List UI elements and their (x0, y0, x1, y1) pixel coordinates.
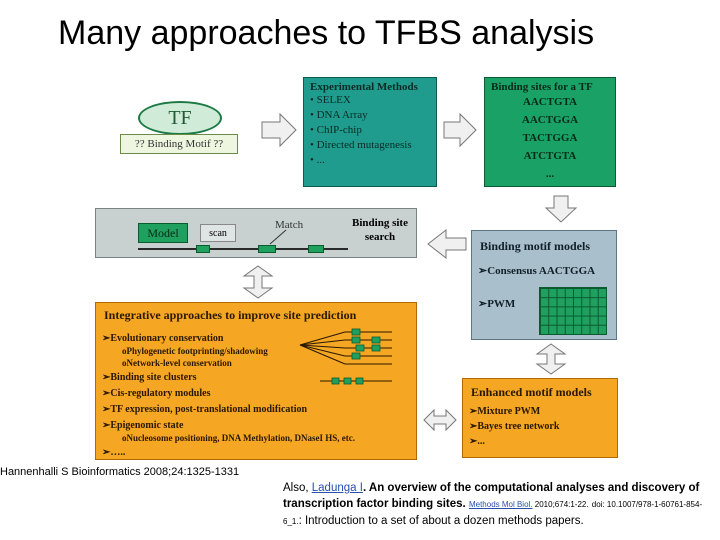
cite-title: . An overview of the computational analy… (283, 482, 700, 510)
arrow-leftright (423, 408, 457, 432)
binding-motif-label: ?? Binding Motif ?? (120, 134, 238, 154)
integ-item: ➢….. (102, 447, 126, 458)
sequence-line (138, 248, 348, 250)
arrow-right (261, 112, 297, 148)
site-seq: ATCTGTA (523, 150, 577, 162)
integ-item: ➢Binding site clusters (102, 372, 197, 383)
bmm-consensus: ➢Consensus AACTGGA (478, 265, 596, 277)
integ-subitem: oPhylogenetic footprinting/shadowing (122, 346, 268, 356)
bmm-heading: Binding motif models (480, 239, 591, 253)
cite-author-link[interactable]: Ladunga I (311, 482, 363, 494)
integ-item: ➢Epigenomic state (102, 420, 184, 431)
bmm-pwm: ➢PWM (478, 298, 516, 310)
sites-heading: Binding sites for a TF (491, 81, 593, 93)
emm-item: ➢Mixture PWM (469, 406, 541, 417)
binding-site-search-label: Binding site search (347, 216, 413, 244)
cite-journal-link[interactable]: Methods Mol Biol. (468, 500, 533, 509)
integ-item: ➢Cis-regulatory modules (102, 388, 211, 399)
cite-doi: doi: 10.1007/978-1-60761-854-6_1. (283, 500, 703, 526)
scan-label: scan (200, 224, 236, 242)
pwm-grid (539, 287, 607, 335)
match-block (196, 245, 210, 253)
site-seq: ... (545, 168, 555, 180)
integ-item: ➢Evolutionary conservation (102, 333, 224, 344)
exp-item: • ... (310, 154, 325, 166)
bss-line: search (364, 231, 396, 243)
integ-heading: Integrative approaches to improve site p… (104, 308, 357, 322)
citation-hannenhalli: Hannenhalli S Bioinformatics 2008;24:132… (0, 466, 240, 478)
binding-sites-box: Binding sites for a TF AACTGTA AACTGGA T… (484, 77, 616, 187)
match-pointer (269, 229, 287, 245)
conservation-blocks (331, 328, 381, 385)
exp-item: • DNA Array (310, 109, 368, 121)
enhanced-motif-models-box: Enhanced motif models ➢Mixture PWM ➢Baye… (462, 378, 618, 458)
cite-prefix: Also, (283, 482, 312, 494)
site-seq: AACTGGA (521, 114, 579, 126)
citation-ladunga: Also, Ladunga I. An overview of the comp… (283, 480, 713, 530)
exp-item: • Directed mutagenesis (310, 139, 412, 151)
experimental-heading: Experimental Methods (310, 81, 418, 93)
exp-item: • SELEX (310, 94, 351, 106)
match-label: Match (275, 219, 304, 231)
emm-item: ➢... (469, 436, 485, 447)
arrow-updown (242, 265, 274, 299)
integ-subitem: oNucleosome positioning, DNA Methylation… (122, 433, 355, 443)
arrow-updown (535, 343, 567, 375)
site-seq: TACTGGA (522, 132, 578, 144)
page-title: Many approaches to TFBS analysis (58, 14, 595, 52)
emm-heading: Enhanced motif models (471, 385, 592, 399)
match-block (308, 245, 324, 253)
model-label: Model (138, 223, 188, 243)
site-seq: AACTGTA (522, 96, 578, 108)
emm-item: ➢Bayes tree network (469, 421, 560, 432)
integ-item: ➢TF expression, post-translational modif… (102, 404, 308, 415)
cite-volume: 2010;674:1-22. (532, 500, 589, 509)
arrow-left (427, 228, 467, 260)
arrow-right (443, 112, 477, 148)
bss-line: Binding site (352, 217, 408, 229)
cite-note: : Introduction to a set of about a dozen… (298, 515, 584, 527)
experimental-methods-box: Experimental Methods • SELEX • DNA Array… (303, 77, 437, 187)
exp-item: • ChIP-chip (310, 124, 362, 136)
match-block (258, 245, 276, 253)
integ-subitem: oNetwork-level conservation (122, 358, 232, 368)
tf-oval: TF (138, 101, 222, 135)
arrow-down (544, 195, 578, 223)
